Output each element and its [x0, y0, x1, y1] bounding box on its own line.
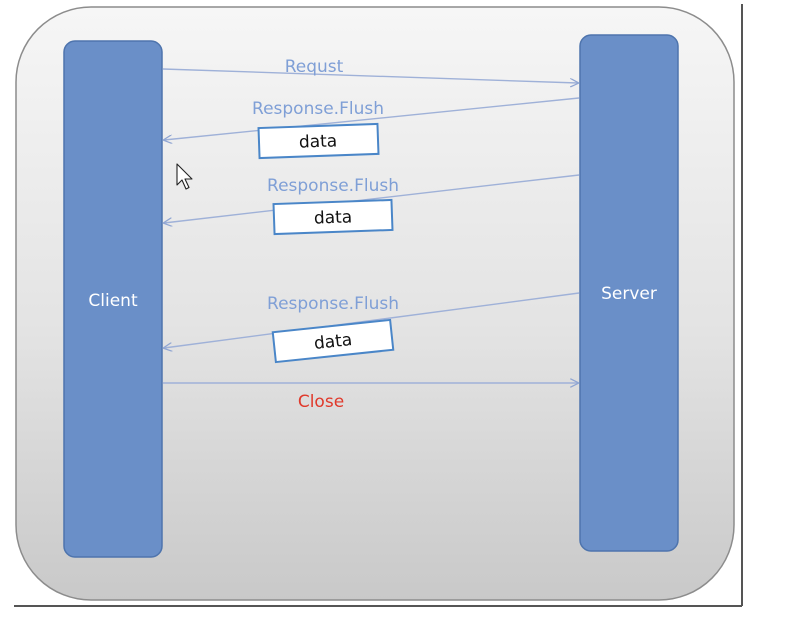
flush-arrow-1	[164, 97, 580, 140]
flush-arrow-3	[164, 292, 580, 348]
payload-label-3: data	[313, 330, 353, 354]
pointer-arrow-icon	[176, 163, 193, 190]
request-label: Requst	[285, 57, 344, 77]
client-label: Client	[88, 291, 138, 311]
flush-arrow-2	[164, 174, 580, 223]
server-lifeline	[579, 34, 679, 552]
flush-label-3: Response.Flush	[267, 294, 399, 314]
client-lifeline	[63, 40, 163, 558]
payload-box-2: data	[272, 198, 394, 236]
flush-label-1: Response.Flush	[252, 99, 384, 119]
payload-label-2: data	[314, 207, 353, 228]
diagram-background-panel	[15, 6, 735, 601]
close-label: Close	[298, 392, 344, 412]
server-label: Server	[601, 284, 657, 304]
flush-label-2: Response.Flush	[267, 176, 399, 196]
request-arrow	[162, 68, 578, 83]
payload-label-1: data	[299, 131, 338, 152]
payload-box-3: data	[271, 318, 395, 364]
payload-box-1: data	[257, 122, 380, 160]
